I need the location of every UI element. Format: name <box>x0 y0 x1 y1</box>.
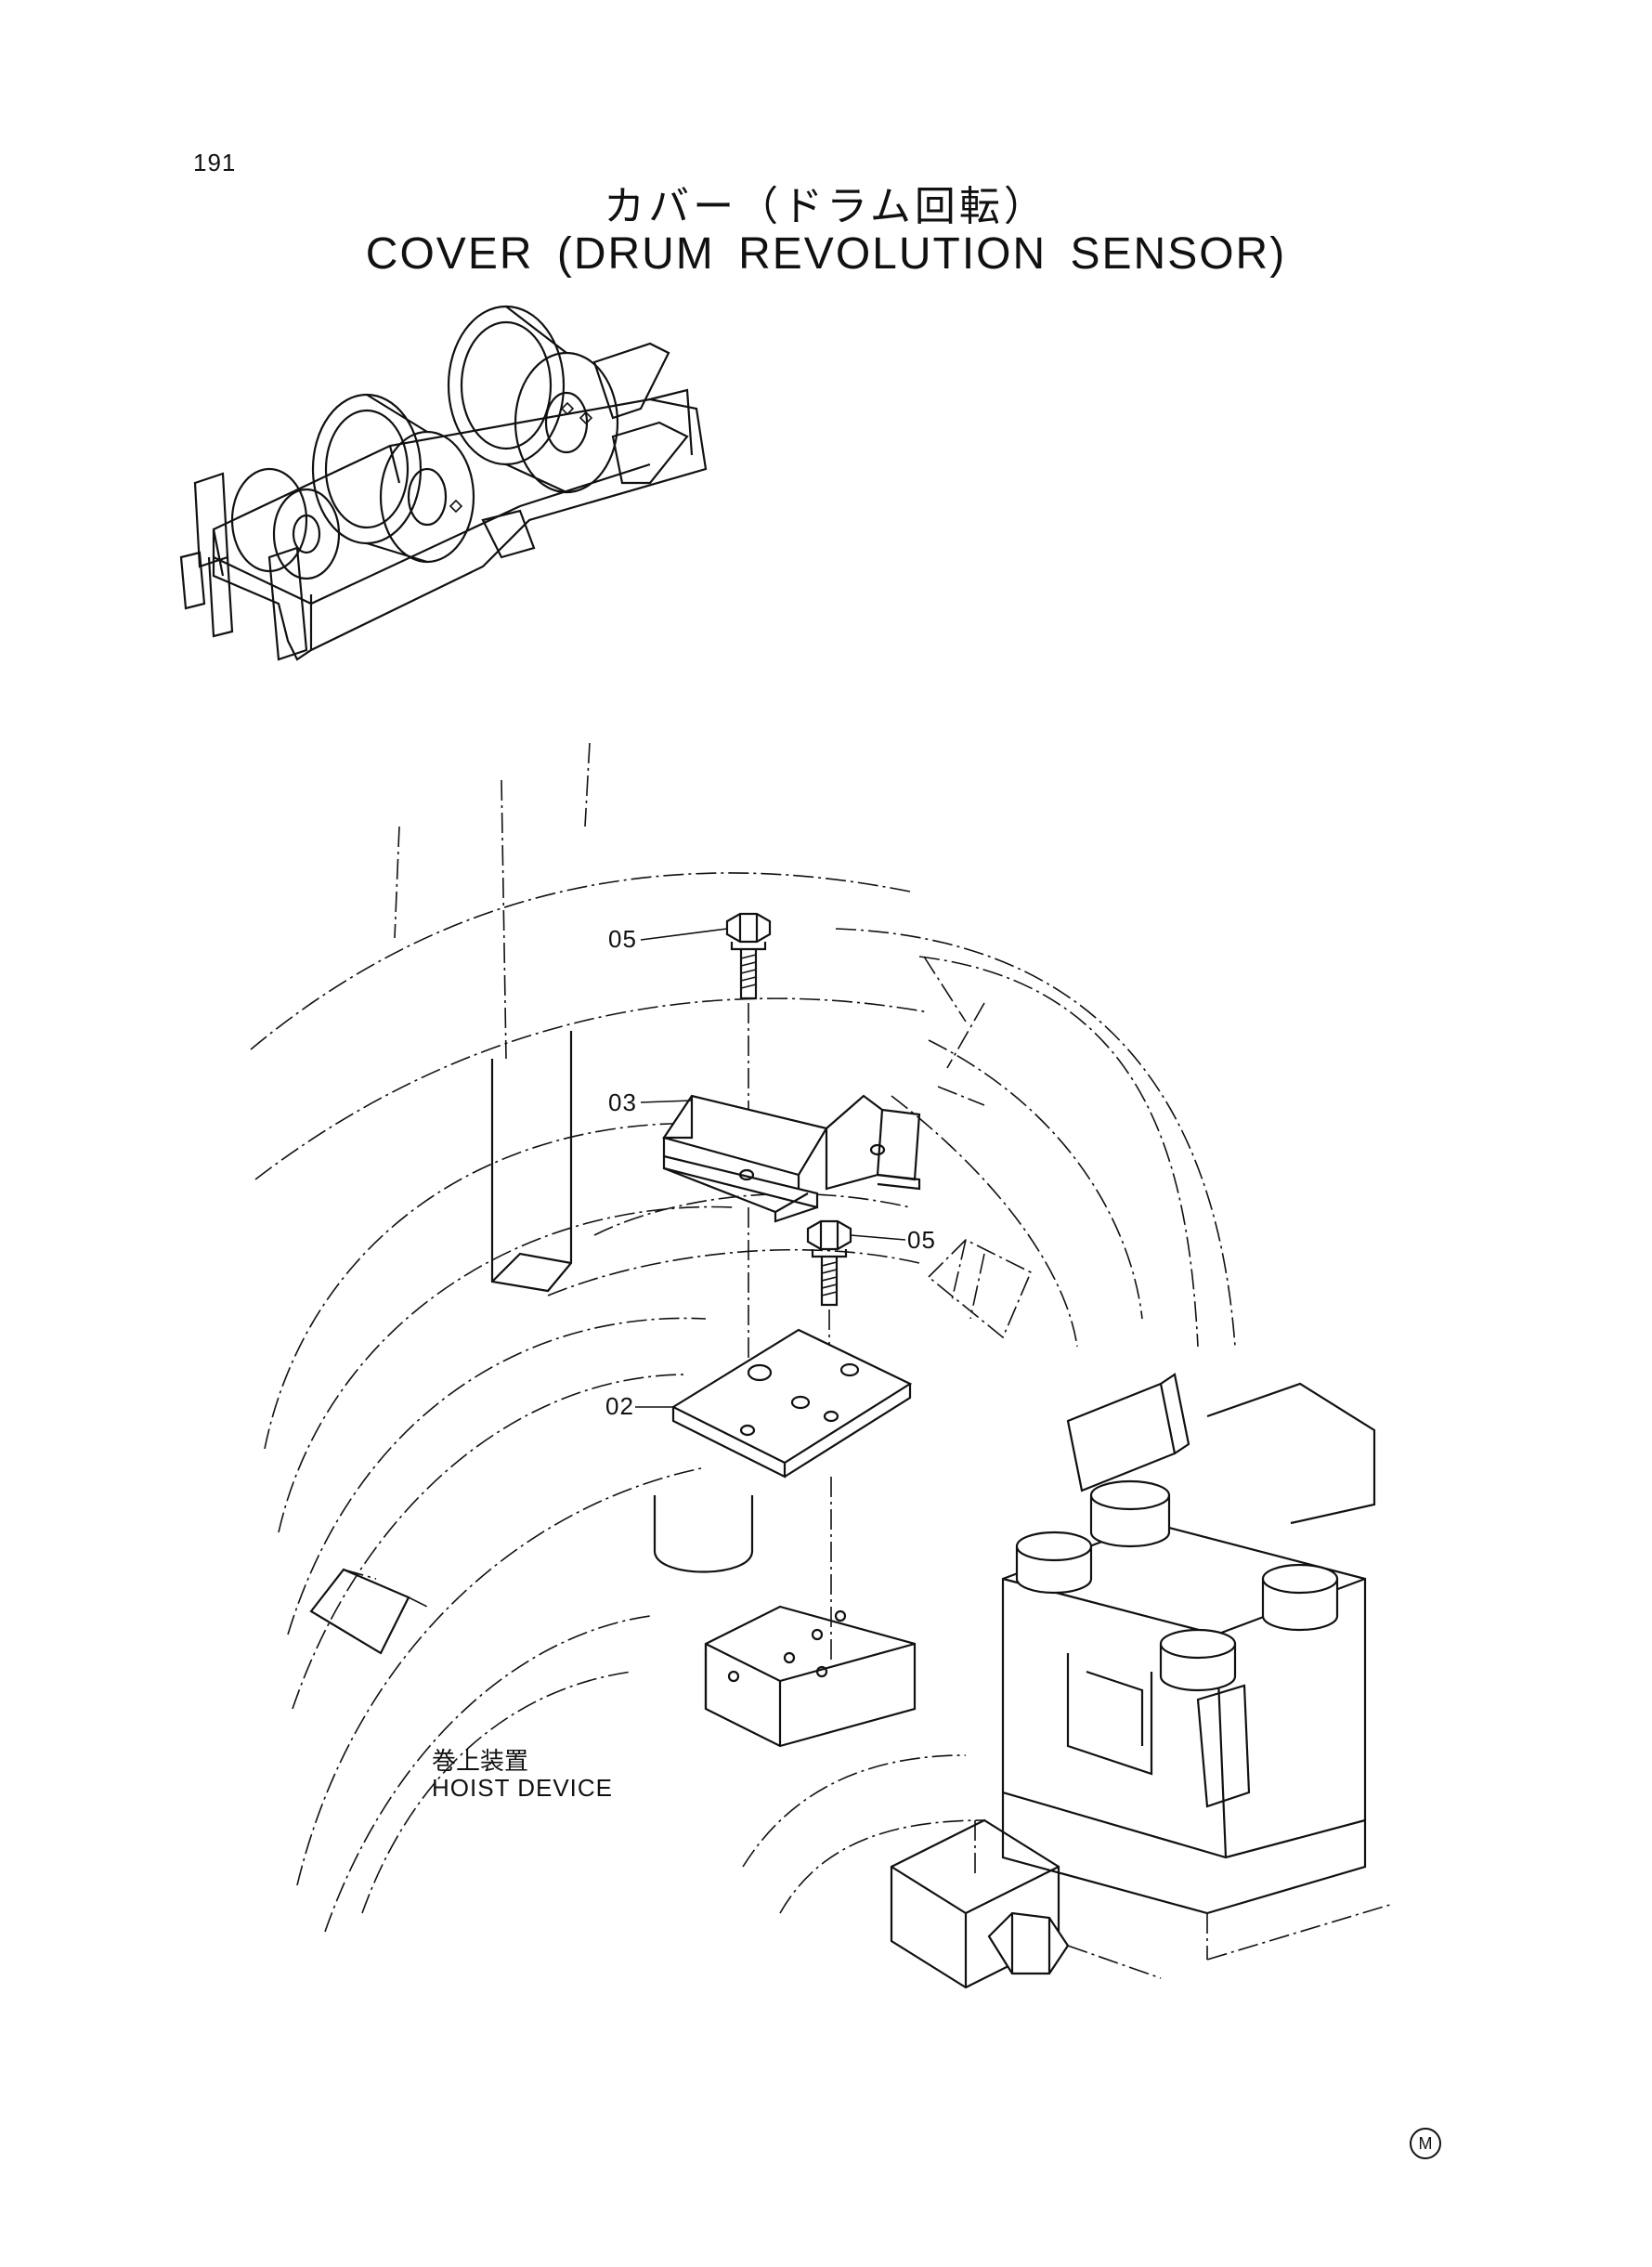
callout-05-lower: 05 <box>907 1226 936 1254</box>
model-marker: M <box>1410 2128 1441 2159</box>
callout-leaders <box>635 928 906 1408</box>
cover-03 <box>662 1094 921 1223</box>
title-japanese: カバー（ドラム回転） <box>604 183 1048 230</box>
hoist-assembly-overview <box>179 305 708 661</box>
hoist-device-label-en: HOIST DEVICE <box>432 1774 614 1802</box>
callout-02: 02 <box>605 1392 634 1420</box>
page-number: 191 <box>193 149 237 176</box>
valve-caps <box>1015 1479 1339 1692</box>
plate-02 <box>670 1328 913 1479</box>
bolt-05-upper <box>725 912 772 1000</box>
hoist-device-label-jp: 巻上装置 <box>432 1748 529 1776</box>
callout-05-upper: 05 <box>608 925 637 953</box>
bolt-05-lower <box>806 1219 852 1307</box>
callout-03: 03 <box>608 1088 637 1116</box>
title-english: COVER (DRUM REVOLUTION SENSOR) <box>365 229 1287 279</box>
hoist-device-context <box>250 742 1394 1989</box>
